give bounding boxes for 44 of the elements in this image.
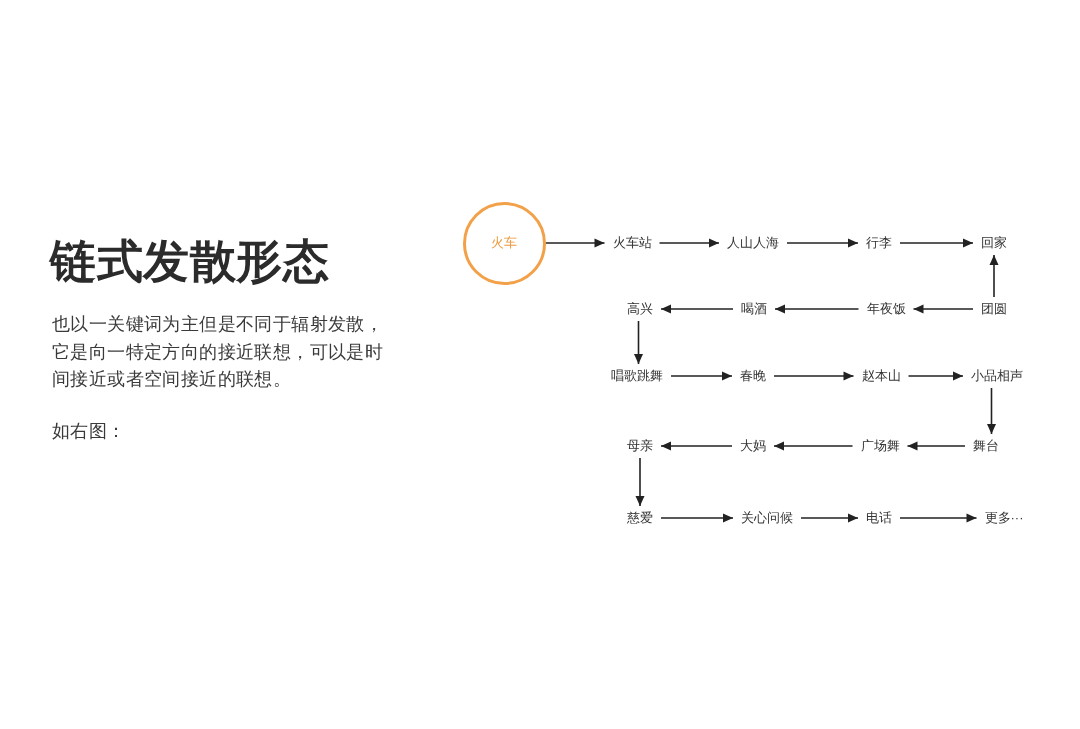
keyword-label: 大妈 (732, 434, 774, 458)
keyword-circle: 火车 (462, 201, 546, 285)
arrow (634, 320, 643, 365)
description-text: 也以一关键词为主但是不同于辐射发散，它是向一特定方向的接近联想，可以是时间接近或者空间接近的联想。 (52, 313, 385, 391)
keyword-label: 广场舞 (852, 434, 908, 458)
keyword-label: 赵本山 (853, 364, 909, 388)
title: 链式发散形态 (50, 234, 329, 289)
keyword-label: 年夜饭 (858, 297, 914, 321)
arrow (635, 457, 645, 507)
arrow (800, 513, 859, 523)
arrow (774, 304, 860, 314)
arrow (907, 371, 964, 381)
arrow (899, 513, 978, 523)
keyword-label: 高兴 (619, 297, 661, 321)
keyword-label: 火车站 (604, 231, 660, 255)
note-text: 如右图： (52, 420, 127, 443)
keyword-label: 回家 (973, 231, 1015, 255)
arrow (989, 254, 999, 298)
arrow (773, 441, 854, 451)
arrow (773, 371, 855, 381)
arrow (660, 513, 734, 523)
keyword-label: 唱歌跳舞 (603, 364, 671, 388)
arrow (658, 238, 720, 248)
keyword-label: 慈爱 (619, 506, 661, 530)
arrow (906, 441, 966, 451)
arrow (899, 238, 974, 248)
arrow (660, 441, 733, 451)
keyword-label: 更多··· (976, 506, 1032, 530)
keyword-label: 喝酒 (733, 297, 775, 321)
arrow (670, 371, 733, 381)
arrow (544, 238, 606, 248)
keyword-label: 人山人海 (719, 231, 787, 255)
arrow (912, 304, 974, 314)
keyword-label: 电话 (858, 506, 900, 530)
keyword-label: 母亲 (619, 434, 661, 458)
keyword-label: 团圆 (973, 297, 1015, 321)
arrow (786, 238, 859, 248)
keyword-label: 行李 (858, 231, 900, 255)
arrow (987, 387, 996, 435)
keyword-label: 关心问候 (733, 506, 801, 530)
arrow (660, 304, 734, 314)
keyword-label: 舞台 (965, 434, 1007, 458)
keyword-label: 春晚 (732, 364, 774, 388)
keyword-label: 小品相声 (963, 364, 1031, 388)
